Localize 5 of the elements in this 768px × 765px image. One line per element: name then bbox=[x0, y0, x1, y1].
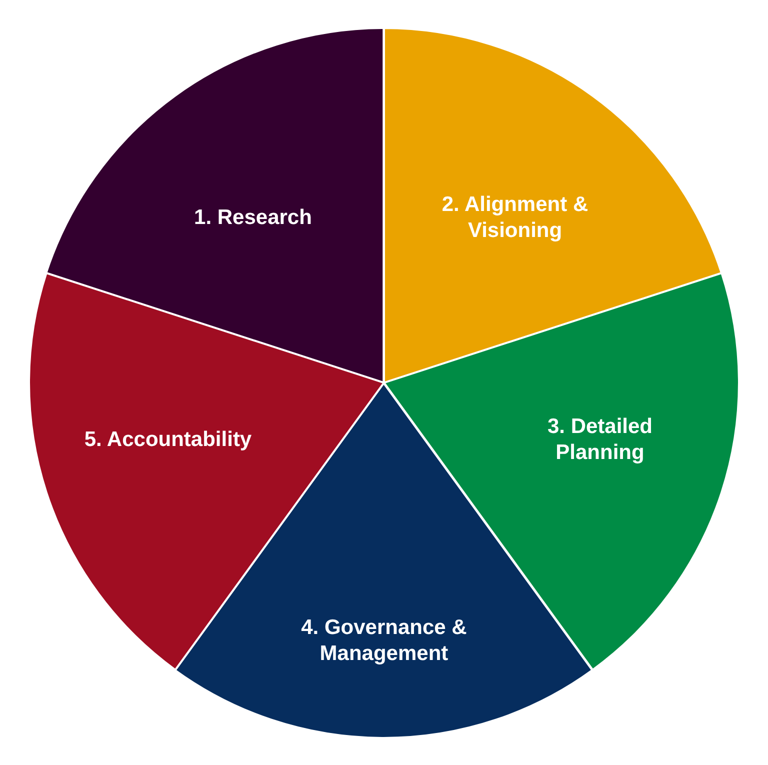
segment-label: 2. Alignment & Visioning bbox=[440, 192, 590, 244]
segment-label: 4. Governance & Management bbox=[300, 615, 468, 667]
segment-label: 5. Accountability bbox=[83, 426, 253, 453]
segment-label: 3. Detailed Planning bbox=[546, 414, 654, 466]
segment-label: 1. Research bbox=[193, 205, 313, 231]
